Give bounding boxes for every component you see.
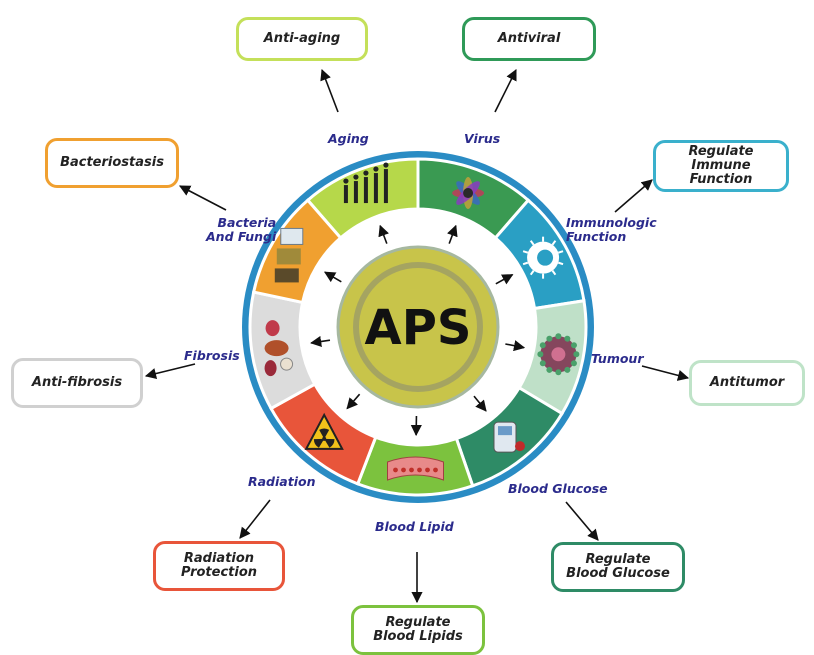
- outer-arrow-radiation: [239, 499, 271, 539]
- inner-arrow-fibrosis: [310, 335, 331, 348]
- outcome-box-virus: Antiviral: [462, 17, 596, 61]
- category-label-fibrosis: Fibrosis: [184, 348, 240, 363]
- inner-group: APS: [302, 211, 534, 443]
- inner-arrow-virus: [447, 224, 458, 244]
- virus-icon: [452, 177, 485, 210]
- tumor-cell-icon: [537, 333, 580, 376]
- arrow-group: [144, 68, 690, 604]
- outcome-box-immune: Regulate Immune Function: [653, 140, 789, 192]
- category-label-radiation: Radiation: [248, 474, 316, 489]
- category-label-glucose: Blood Glucose: [508, 481, 608, 496]
- organs-icon: [264, 320, 294, 377]
- evolution-icon: [343, 162, 389, 204]
- outer-arrow-tumour: [641, 365, 690, 381]
- outcome-box-aging: Anti-aging: [236, 17, 368, 61]
- outcome-box-bacteria: Bacteriostasis: [45, 138, 179, 188]
- outer-arrow-bacteria: [179, 185, 227, 211]
- center-inner-ring: [353, 262, 483, 392]
- outcome-box-tumour: Antitumor: [689, 360, 805, 406]
- center-label: APS: [365, 300, 472, 356]
- artery-icon: [387, 456, 445, 481]
- outer-arrow-virus: [494, 68, 517, 113]
- category-label-virus: Virus: [464, 131, 501, 146]
- inner-arrow-radiation: [346, 393, 361, 410]
- center-disc: [336, 245, 500, 409]
- outer-arrow-fibrosis: [144, 363, 196, 380]
- category-label-tumour: Tumour: [591, 351, 644, 366]
- outer-arrow-immune: [614, 179, 653, 213]
- inner-arrow-bacteria: [323, 271, 342, 283]
- outer-arrow-glucose: [565, 501, 599, 541]
- category-label-lipid: Blood Lipid: [375, 519, 454, 534]
- inner-arrow-tumour: [505, 340, 526, 352]
- radiation-icon: [304, 412, 344, 450]
- outer-arrow-aging: [320, 68, 339, 113]
- category-label-immune: Immunologic Function: [566, 215, 657, 244]
- ring-group: [242, 151, 594, 503]
- outcome-box-lipid: Regulate Blood Lipids: [351, 605, 485, 655]
- outcome-box-radiation: Radiation Protection: [153, 541, 285, 591]
- inner-arrow-aging: [378, 224, 389, 244]
- outcome-box-glucose: Regulate Blood Glucose: [551, 542, 685, 592]
- immune-cell-icon: [522, 236, 564, 279]
- inner-arrow-immune: [495, 273, 514, 285]
- inner-arrow-glucose: [473, 395, 487, 412]
- bacteria-icon: [274, 227, 304, 283]
- glucose-meter-icon: [493, 421, 525, 453]
- category-label-bacteria: Bacteria And Fungi: [206, 215, 277, 244]
- category-label-aging: Aging: [328, 131, 369, 146]
- outcome-box-fibrosis: Anti-fibrosis: [11, 358, 143, 408]
